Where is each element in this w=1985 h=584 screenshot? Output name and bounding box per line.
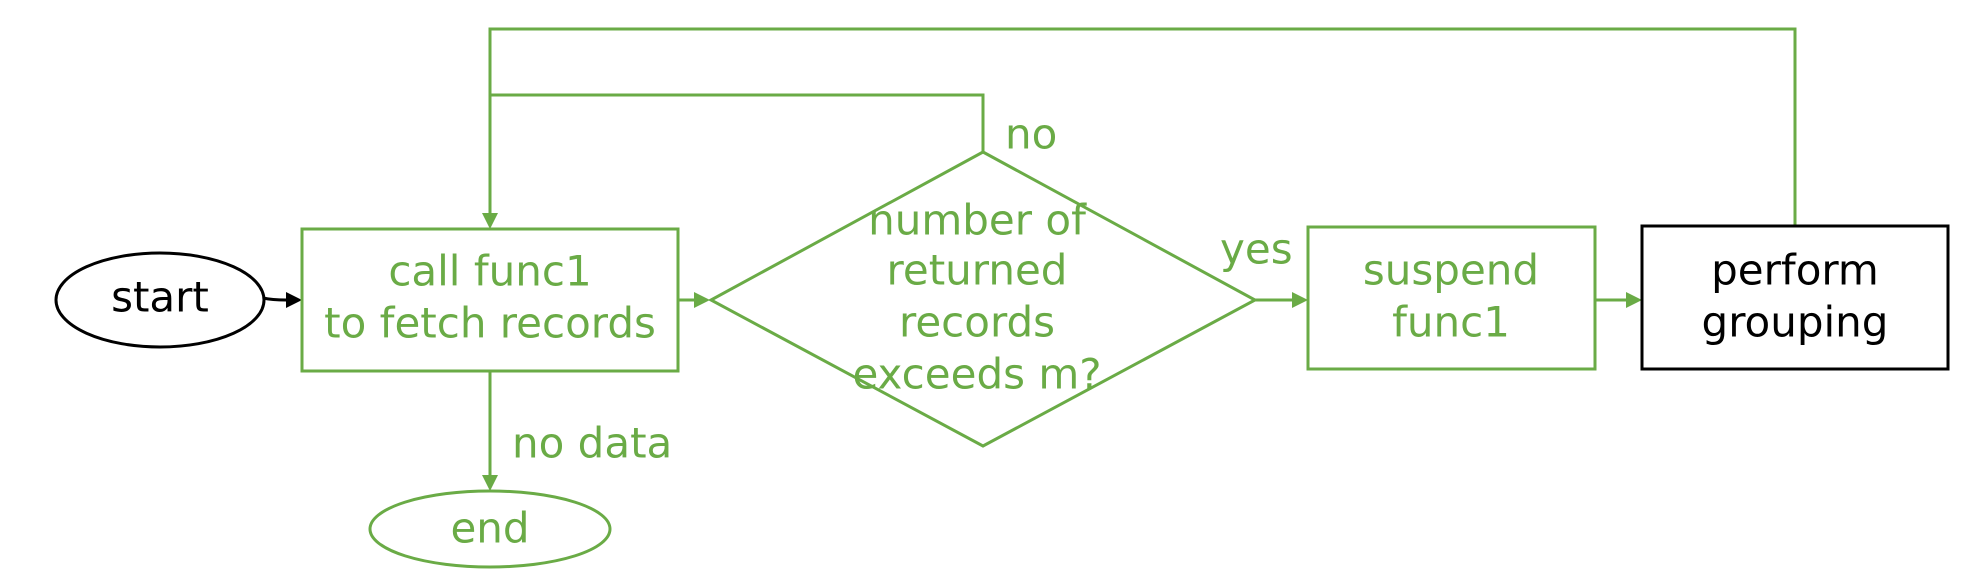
node-suspend: suspend func1 — [1306, 225, 1597, 371]
node-grouping: perform grouping — [1640, 224, 1950, 371]
edge-label-no-data: no data — [512, 419, 672, 468]
suspend-box — [1306, 225, 1597, 371]
node-fetch-records: call func1 to fetch records — [300, 227, 680, 373]
grouping-box — [1640, 224, 1950, 371]
decision-label-line3: records — [899, 298, 1055, 347]
end-label: end — [450, 504, 529, 553]
fetch-box — [300, 227, 680, 373]
arrow-head-decision-from-fetch — [694, 292, 710, 308]
arrow-head-fetch-from-start — [286, 292, 302, 308]
decision-label-line4: exceeds m? — [852, 350, 1101, 399]
end-ellipse — [368, 489, 612, 569]
arrow-head-grouping — [1626, 292, 1642, 308]
fetch-label-line2: to fetch records — [324, 299, 656, 348]
fetch-label-line1: call func1 — [388, 247, 591, 296]
grouping-label-line1: perform — [1711, 246, 1879, 295]
decision-label-line2: returned — [887, 246, 1068, 295]
suspend-label-line2: func1 — [1392, 298, 1510, 347]
node-start: start — [54, 251, 266, 349]
edge-decision-no-loop — [490, 93, 985, 152]
node-end: end — [368, 489, 612, 569]
grouping-label-line2: grouping — [1702, 298, 1889, 347]
decision-diamond — [707, 150, 1259, 448]
edge-start-to-fetch — [262, 296, 287, 302]
arrow-head-suspend — [1292, 292, 1308, 308]
start-label: start — [111, 273, 209, 322]
edge-label-yes: yes — [1220, 225, 1293, 274]
decision-label-line1: number of — [868, 196, 1087, 245]
start-ellipse — [54, 251, 266, 349]
arrow-head-fetch-from-top — [482, 213, 498, 229]
edge-label-no: no — [1005, 110, 1057, 159]
suspend-label-line1: suspend — [1363, 246, 1539, 295]
edges — [262, 27, 1797, 491]
node-decision: number of returned records exceeds m? — [707, 150, 1259, 448]
edge-grouping-loop — [488, 27, 1797, 226]
arrow-head-end — [482, 475, 498, 491]
